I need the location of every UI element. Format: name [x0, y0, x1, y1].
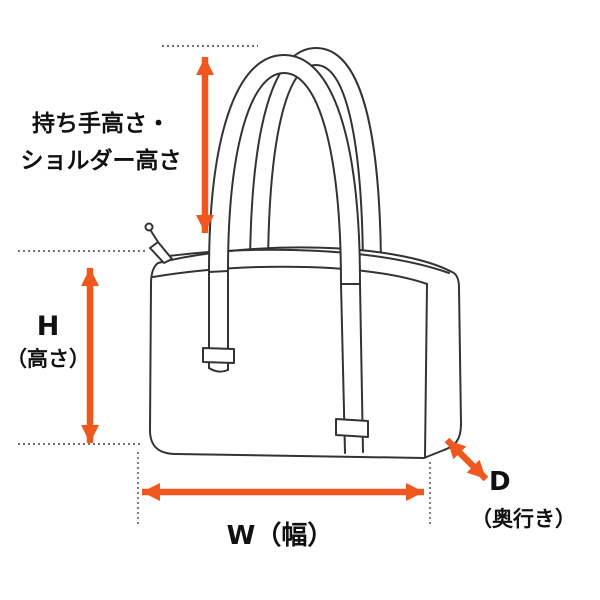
strap-right-patch	[335, 418, 369, 438]
label-height-letter: H	[36, 311, 60, 342]
label-depth-letter: D	[489, 467, 511, 497]
bag-body	[149, 246, 462, 459]
bag-zipper-line	[160, 248, 450, 274]
strap-left-end	[208, 367, 229, 373]
label-depth-unit: （奥行き）	[471, 507, 576, 531]
arrow-depth	[444, 437, 489, 482]
label-height: H （高さ）	[0, 310, 96, 374]
zipper-pull-link	[150, 230, 159, 243]
label-handle-height-line1: 持ち手高さ・	[32, 111, 170, 137]
zipper-slider	[149, 241, 173, 264]
bag-front-right-edge	[424, 283, 428, 458]
label-handle-height: 持ち手高さ・ ショルダー高さ	[4, 106, 198, 180]
guide-lines	[18, 45, 431, 524]
bag-drawing	[144, 47, 462, 459]
label-handle-height-line2: ショルダー高さ	[20, 148, 182, 174]
label-height-unit: （高さ）	[6, 347, 90, 371]
strap-left-patch	[202, 347, 235, 364]
measurement-arrows	[80, 57, 489, 502]
label-width: W（幅）	[226, 521, 334, 551]
bag-front-top-edge	[152, 265, 428, 285]
zipper-pull-ring	[144, 222, 154, 232]
